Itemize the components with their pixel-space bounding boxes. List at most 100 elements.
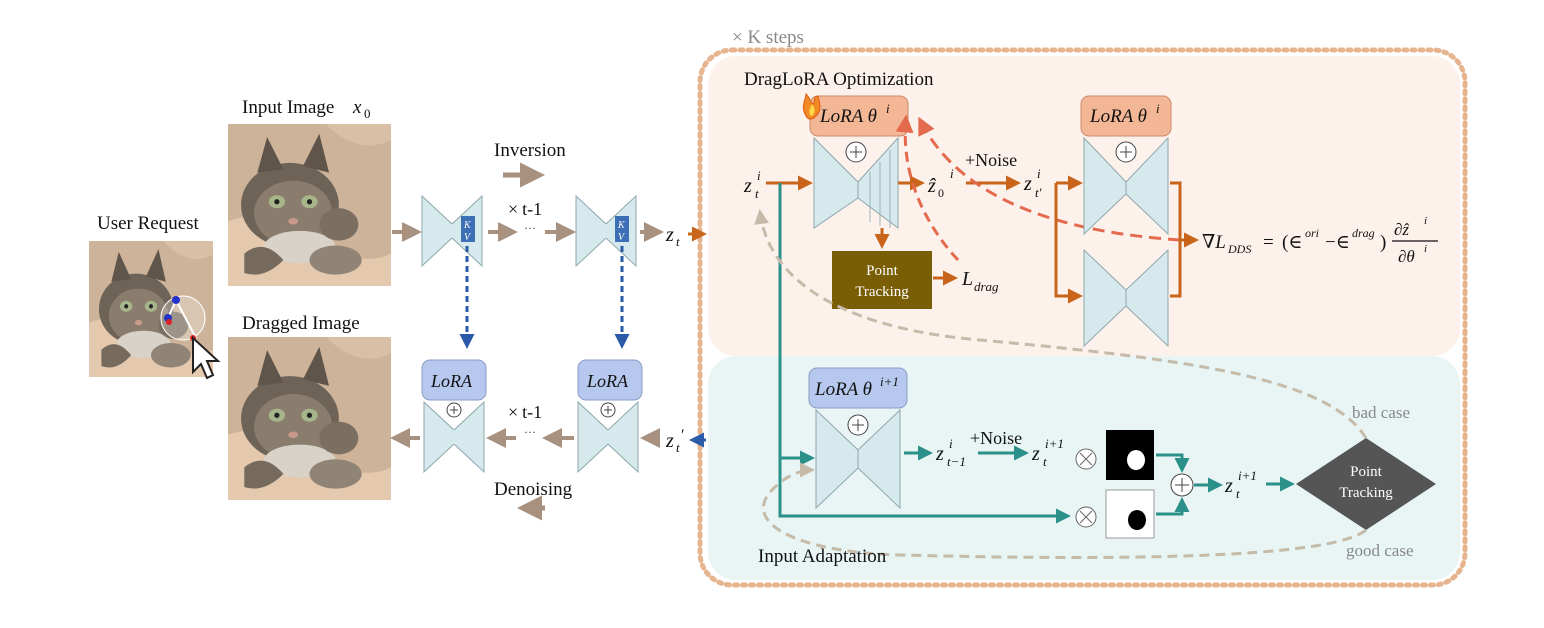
svg-text:t: t: [1043, 454, 1047, 469]
svg-text:z: z: [743, 175, 752, 197]
k-steps-border: [697, 47, 1468, 588]
otimes-top: [1075, 448, 1097, 470]
svg-text:=: =: [1263, 232, 1274, 253]
arrow-mask-bottom-to-oplus: [1156, 497, 1190, 516]
svg-text:i: i: [886, 101, 890, 116]
svg-text:t′: t′: [1035, 185, 1042, 200]
point-tracking-diamond: Point Tracking: [1296, 438, 1436, 530]
svg-text:drag: drag: [974, 279, 999, 294]
svg-text:DDS: DDS: [1227, 242, 1251, 256]
svg-text:ẑ: ẑ: [927, 175, 936, 197]
zt-i1-label: z i+1 t: [1031, 436, 1064, 469]
svg-text:z: z: [1023, 173, 1032, 195]
inversion-dots: ···: [524, 221, 536, 235]
denoising-lora-1: LoRA: [421, 359, 487, 401]
svg-text:z: z: [1224, 475, 1233, 497]
input-adaptation-title: Input Adaptation: [758, 546, 887, 567]
svg-text:∇L: ∇L: [1202, 232, 1226, 253]
lora-theta-i-box-right: LoRA θ i: [1080, 95, 1172, 137]
svg-text:i: i: [1037, 166, 1041, 181]
svg-text:V: V: [618, 232, 626, 243]
svg-text:i: i: [950, 166, 954, 181]
mask-black: [1106, 430, 1154, 480]
inversion-label: Inversion: [494, 140, 566, 161]
svg-text:i: i: [1156, 101, 1160, 116]
z0hat-label: ẑ 0 i: [927, 166, 954, 200]
zt-i1-result-label: z i+1 t: [1224, 468, 1257, 501]
svg-text:Tracking: Tracking: [855, 284, 909, 300]
arrow-ztprime-to-dds-unets: [1054, 183, 1083, 304]
svg-text:t: t: [676, 234, 680, 249]
svg-text:i+1: i+1: [1238, 468, 1257, 483]
svg-text:LoRA θ: LoRA θ: [1089, 106, 1147, 127]
l-drag-label: L drag: [961, 268, 999, 294]
svg-text:V: V: [464, 232, 472, 243]
svg-text:ori: ori: [1305, 226, 1319, 240]
denoising-times-label: ×t-1: [508, 402, 542, 422]
svg-text:t−1: t−1: [947, 454, 966, 469]
svg-text:∂θ: ∂θ: [1398, 247, 1415, 266]
svg-text:t: t: [755, 186, 759, 201]
point-tracking-box: Point Tracking: [832, 251, 932, 309]
svg-text:t: t: [1236, 486, 1240, 501]
svg-text:K: K: [617, 220, 626, 231]
svg-text:Input Image: Input Image: [242, 97, 334, 118]
fire-icon-core: [809, 104, 815, 116]
svg-text:(∈: (∈: [1282, 232, 1302, 253]
svg-text:i+1: i+1: [1045, 436, 1064, 451]
dds-gradient-arrow: [918, 116, 1181, 242]
svg-text:drag: drag: [1352, 226, 1375, 240]
svg-text:t: t: [676, 440, 680, 455]
svg-text:LoRA: LoRA: [430, 371, 473, 391]
svg-text:∂ẑ: ∂ẑ: [1394, 220, 1409, 239]
svg-text:i: i: [1424, 215, 1427, 227]
svg-text:Point: Point: [866, 263, 899, 279]
input-image-label: Input Image x 0: [242, 97, 371, 121]
bad-case-label: bad case: [1352, 403, 1410, 422]
svg-text:K: K: [463, 220, 472, 231]
svg-text:0: 0: [364, 106, 371, 121]
dds-unet-original: [1083, 248, 1169, 348]
ldrag-gradient-arrow: [895, 114, 960, 262]
teal-main-branch: [778, 183, 1071, 524]
svg-text:Point: Point: [1350, 464, 1383, 480]
zt-prime-i-label: z i t′: [1023, 166, 1042, 200]
inversion-times-label: ×t-1: [508, 199, 542, 219]
kv-badge-1: K V: [461, 216, 475, 243]
otimes-bottom: [1075, 506, 1097, 528]
good-case-loop-arrow: [762, 462, 1367, 559]
draglora-optimization-title: DragLoRA Optimization: [744, 69, 934, 90]
optimization-plus: [845, 141, 867, 163]
svg-text:x: x: [352, 97, 362, 118]
k-steps-label: × K steps: [732, 27, 804, 48]
adaptation-plus: [847, 414, 869, 436]
svg-text:LoRA θ: LoRA θ: [819, 106, 877, 127]
bad-case-loop-arrow: [754, 209, 1368, 439]
good-case-label: good case: [1346, 541, 1414, 560]
svg-text:−∈: −∈: [1325, 232, 1350, 253]
denoising-lora-2: LoRA: [577, 359, 643, 401]
dragged-image: [228, 337, 391, 500]
mask-white: [1105, 489, 1155, 539]
dragged-image-label: Dragged Image: [242, 313, 360, 334]
svg-text:z: z: [665, 430, 674, 452]
svg-text:z: z: [665, 224, 674, 246]
oplus: [1170, 473, 1194, 497]
adaptation-unet: [815, 408, 901, 510]
svg-text:): ): [1380, 232, 1386, 253]
svg-text:L: L: [961, 268, 973, 290]
lora-theta-i-box: LoRA θ i: [809, 95, 909, 137]
svg-text:i: i: [949, 436, 953, 451]
arrow-mask-top-to-oplus: [1156, 453, 1190, 473]
zt-minus-1-label: z i t−1: [935, 436, 966, 469]
input-image: [228, 124, 391, 286]
denoising-label: Denoising: [494, 479, 573, 500]
kv-badge-2: K V: [615, 216, 629, 243]
denoising-plus-2: [600, 402, 616, 418]
svg-text:z: z: [1031, 443, 1040, 465]
denoising-dots: ···: [524, 425, 536, 439]
noise-label-bottom: +Noise: [970, 428, 1022, 448]
svg-text:i+1: i+1: [880, 374, 899, 389]
